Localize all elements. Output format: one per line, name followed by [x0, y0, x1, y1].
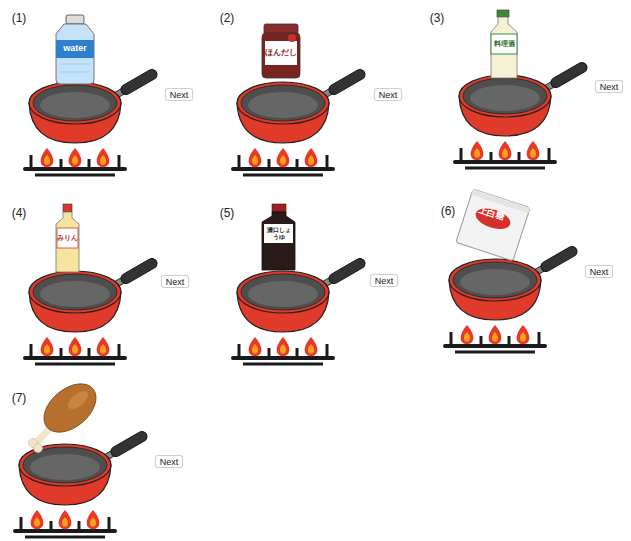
product-label: ほんだし — [265, 44, 297, 62]
button-text: Next — [166, 277, 185, 287]
panel-number: (5) — [214, 205, 240, 221]
panel-number: (3) — [424, 10, 450, 26]
next-button: Next — [370, 274, 398, 287]
water-bottle — [56, 15, 94, 84]
button-text: Next — [375, 276, 394, 286]
next-button: Next — [155, 455, 183, 468]
sugar-bag — [456, 189, 530, 261]
next-button: Next — [165, 88, 193, 101]
next-button: Next — [161, 275, 189, 288]
frying-pan — [233, 257, 367, 364]
soy-sauce-bottle — [262, 204, 295, 270]
panel-number: (7) — [6, 390, 32, 406]
product-label: 濃口しょうゆ — [264, 224, 293, 243]
panel-number: (1) — [6, 10, 32, 26]
next-button: Next — [585, 265, 613, 278]
product-label: 料理酒 — [491, 37, 517, 51]
product-label: みりん — [57, 231, 78, 245]
button-text: Next — [590, 267, 609, 277]
dashi-jar — [262, 24, 300, 78]
next-button: Next — [374, 88, 402, 101]
mirin-bottle — [56, 204, 79, 272]
button-text: Next — [170, 90, 189, 100]
panel-number: (4) — [6, 205, 32, 221]
panel-number: (6) — [435, 203, 461, 219]
chicken-drumstick — [29, 374, 106, 452]
button-text: Next — [160, 457, 179, 467]
frying-pan — [455, 61, 589, 168]
frying-pan — [25, 257, 159, 364]
frying-pan — [445, 245, 579, 352]
product-label: water — [56, 40, 94, 58]
button-text: Next — [600, 82, 619, 92]
frying-pan — [15, 430, 149, 537]
next-button: Next — [595, 80, 623, 93]
frying-pan — [233, 68, 367, 175]
panel-number: (2) — [214, 10, 240, 26]
sake-bottle — [491, 10, 517, 78]
button-text: Next — [379, 90, 398, 100]
